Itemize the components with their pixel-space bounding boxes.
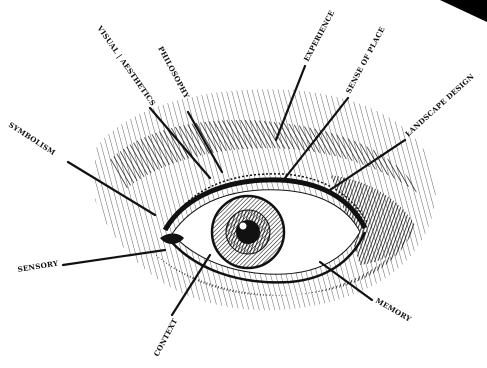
label-visual-aesthetics: VISUAL | AESTHETICS (95, 23, 158, 107)
pupil-highlight (240, 223, 247, 230)
label-context: CONTEXT (152, 316, 180, 357)
corner-wedge (440, 0, 487, 22)
label-philosophy: PHILOSOPHY (156, 45, 191, 101)
label-symbolism: SYMBOLISM (7, 120, 57, 157)
label-memory: MEMORY (374, 296, 413, 324)
label-sense-of-place: SENSE OF PLACE (344, 25, 387, 95)
label-experience: EXPERIENCE (302, 9, 337, 63)
pupil (236, 220, 260, 244)
label-landscape-design: LANDSCAPE DESIGN (403, 72, 476, 139)
label-sensory: SENSORY (17, 259, 60, 274)
